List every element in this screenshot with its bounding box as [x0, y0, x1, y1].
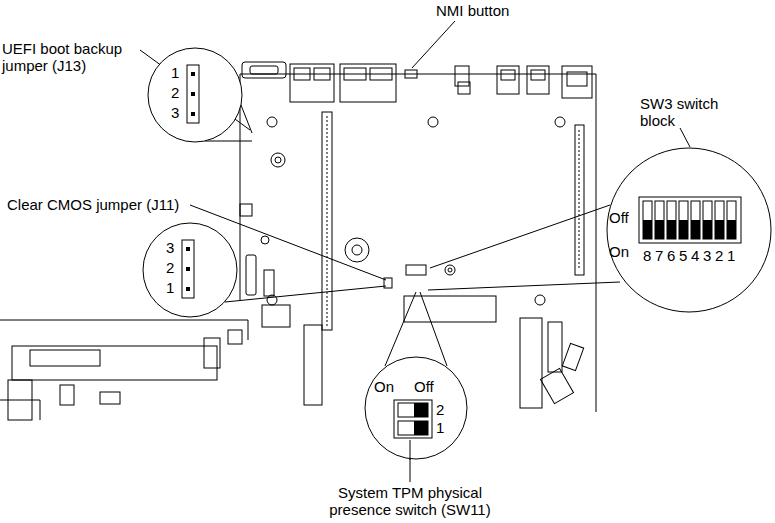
pin-label: Off: [609, 209, 629, 227]
callout-label: SW3 switch block: [640, 95, 735, 129]
switch-block-magnifier: OffOn 87654321: [606, 147, 772, 313]
pin-label: 4: [691, 247, 699, 265]
pin-label: 2: [715, 247, 723, 265]
pin-label: 7: [655, 247, 663, 265]
pin-label: 5: [679, 247, 687, 265]
pin-label: 2: [436, 401, 444, 419]
magnifier-circle: [147, 47, 243, 143]
pin-label: 8: [643, 247, 651, 265]
pin-label: On: [609, 243, 629, 261]
pin-label: On: [374, 378, 394, 396]
pin-label: 1: [436, 419, 444, 437]
jumper-magnifier: 3 2 1: [142, 222, 238, 318]
callout-label: UEFI boot backup jumper (J13): [2, 40, 140, 74]
pin-label: 2: [166, 259, 174, 277]
jumper-magnifier: 1 2 3: [147, 47, 243, 143]
callout-label: Clear CMOS jumper (J11): [7, 196, 197, 213]
magnifier-circle: [142, 222, 238, 318]
pin-label: Off: [414, 378, 434, 396]
callout-label: System TPM physical presence switch (SW1…: [320, 484, 500, 518]
pin-label: 1: [166, 279, 174, 297]
pin-label: 1: [727, 247, 735, 265]
pin-label: 3: [166, 239, 174, 257]
pin-label: 1: [171, 64, 179, 82]
switch-magnifier: On Off21: [364, 356, 468, 460]
pin-label: 6: [667, 247, 675, 265]
pin-label: 2: [171, 84, 179, 102]
pin-label: 3: [171, 104, 179, 122]
pin-label: 3: [703, 247, 711, 265]
callout-label: NMI button: [436, 2, 546, 19]
magnifier-circle: [606, 147, 772, 313]
magnifier-circle: [364, 356, 468, 460]
